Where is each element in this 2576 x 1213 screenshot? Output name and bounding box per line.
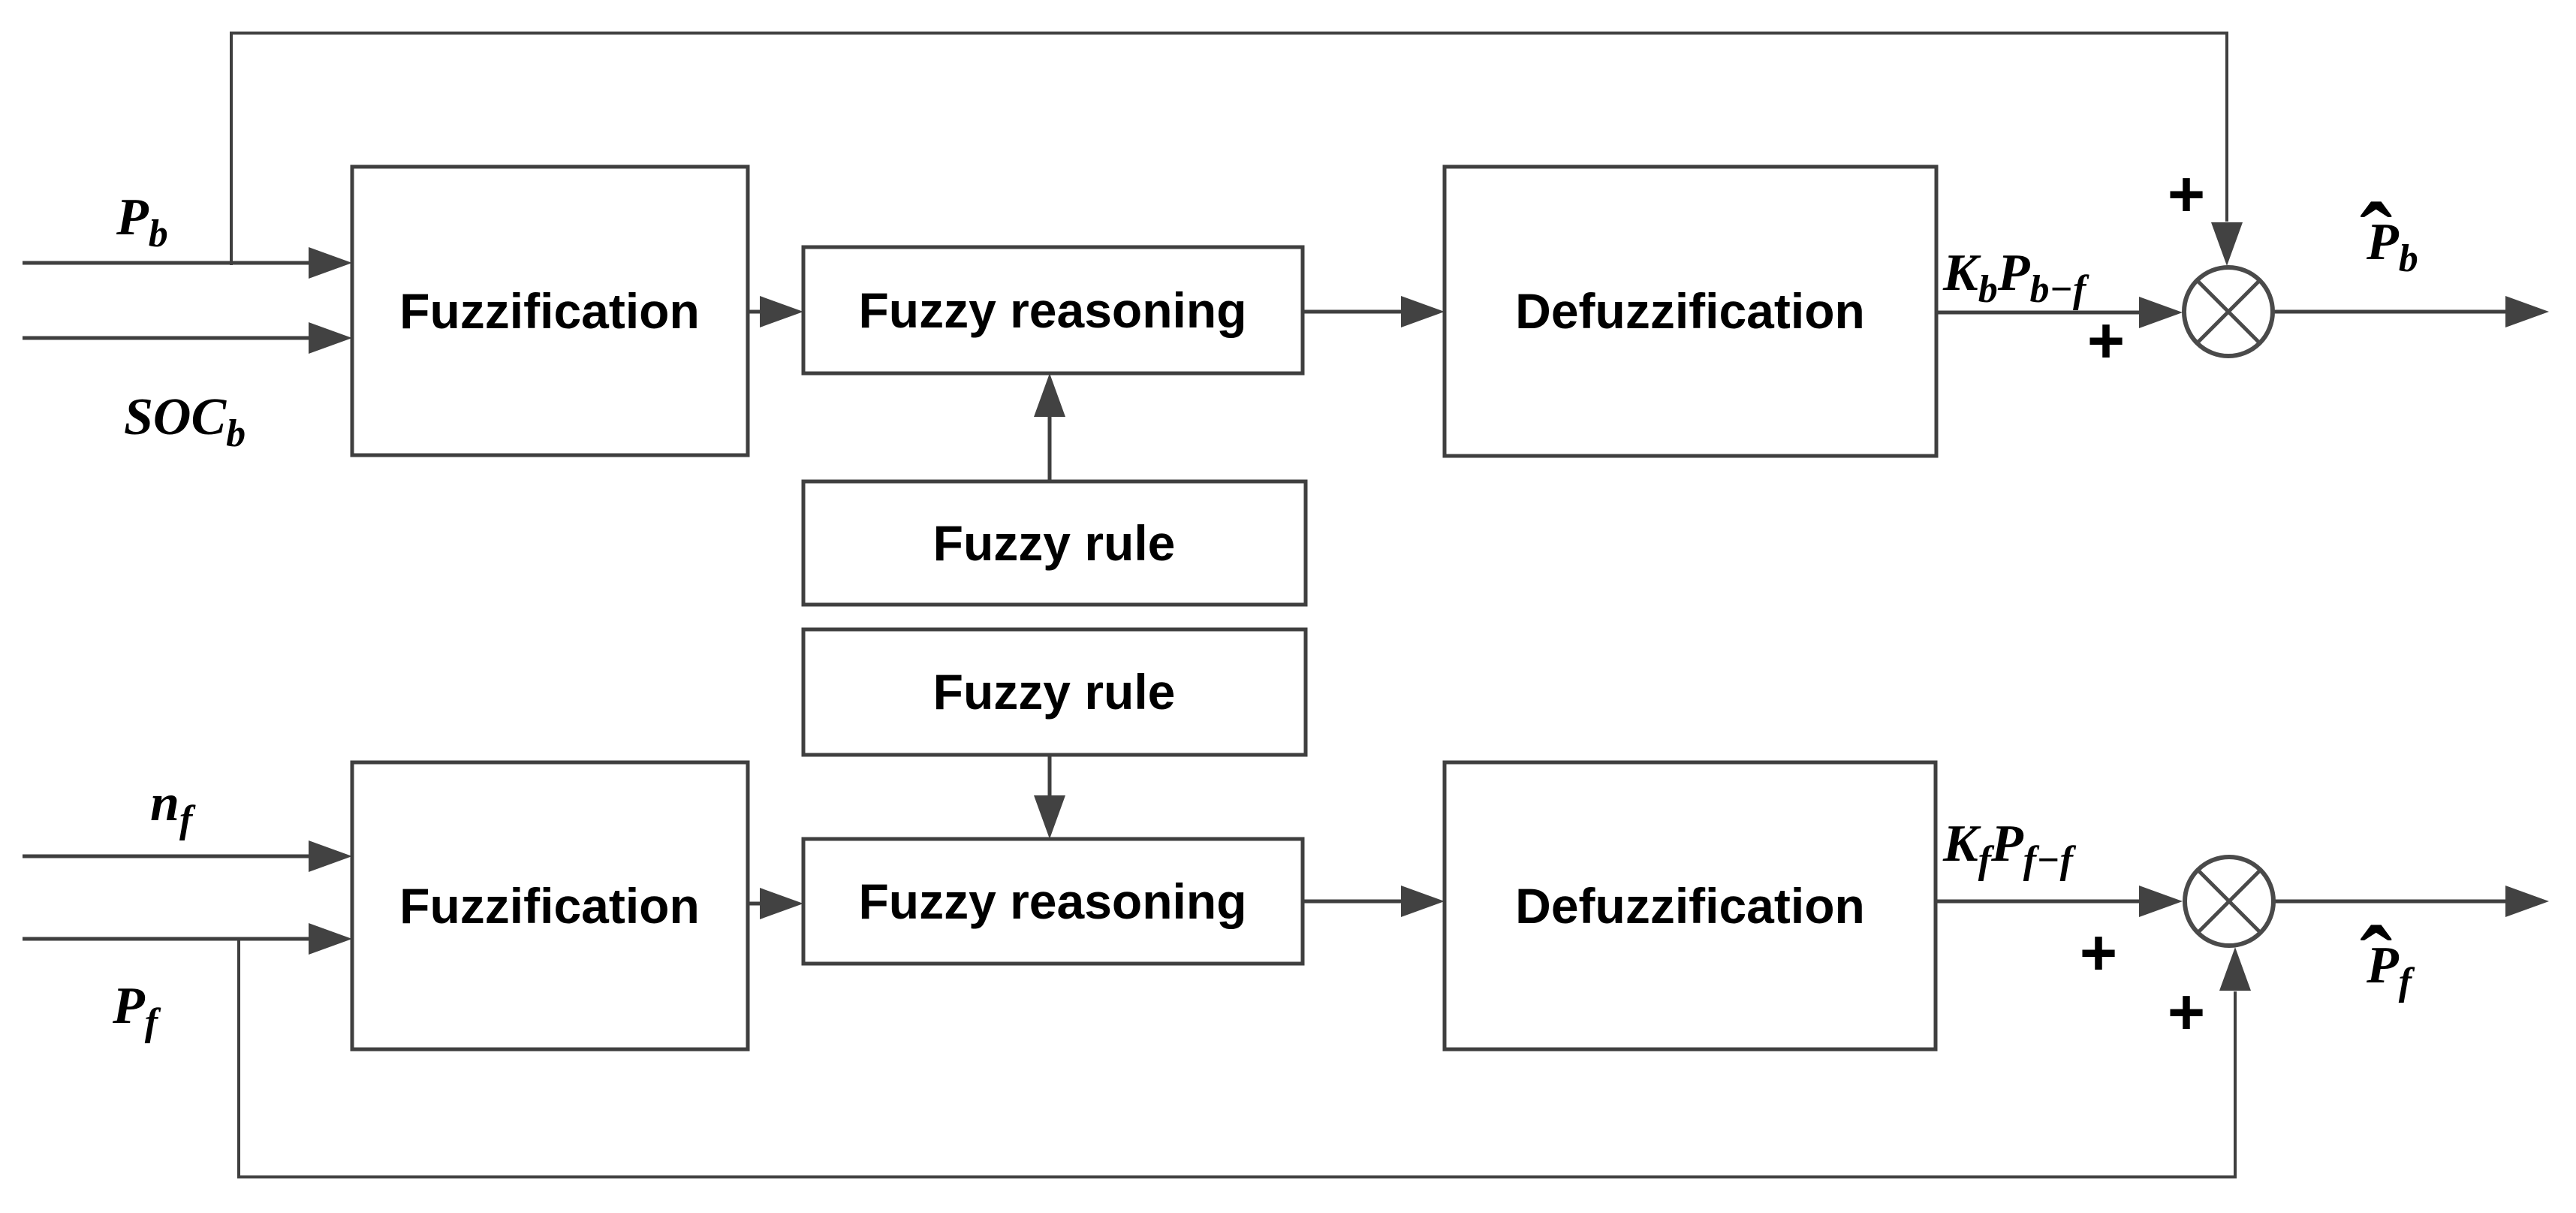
defuzzification-bottom-box xyxy=(1442,760,1938,1052)
input-nf-label: nf xyxy=(150,774,196,841)
input-socb-label: SOCb xyxy=(124,388,246,455)
input-nf-base: n xyxy=(150,774,179,832)
fuzzification-top-label: Fuzzification xyxy=(399,283,700,339)
arrowhead-input-socb xyxy=(309,322,352,354)
fuzzification-bottom-label: Fuzzification xyxy=(399,878,700,934)
defuzzification-top-box xyxy=(1442,164,1939,458)
fuzzy-reasoning-top-box xyxy=(801,245,1305,376)
fuzzy-rule-top-box xyxy=(801,479,1308,607)
defuzzification-bottom-label: Defuzzification xyxy=(1515,878,1865,934)
sum-junction-top-x2 xyxy=(2195,279,2261,345)
output-pf-sub: f xyxy=(2399,961,2415,1003)
gain-kf-p: P xyxy=(1990,815,2024,873)
arrowhead-output-pf xyxy=(2505,886,2549,917)
plus-sign-top-input: + xyxy=(2087,305,2125,377)
input-pb-label: Pb xyxy=(116,189,168,255)
arrowhead-rule-to-reasoning-top xyxy=(1034,373,1065,417)
fuzzy-reasoning-bottom-label: Fuzzy reasoning xyxy=(858,874,1246,929)
output-pb-sub: b xyxy=(2399,237,2418,280)
arrowhead-reasoning-to-defuzzification-bottom xyxy=(1401,886,1445,917)
input-socb-sub: b xyxy=(226,412,246,455)
input-pf-sub: f xyxy=(145,1001,161,1044)
fuzzy-reasoning-bottom-box xyxy=(801,837,1305,966)
plus-sign-bottom-input: + xyxy=(2080,917,2117,989)
output-pf-label: Pf xyxy=(2366,937,2415,1003)
arrowhead-output-pb xyxy=(2505,296,2549,327)
arrowhead-fuzzification-to-reasoning-bottom xyxy=(760,888,803,919)
output-pb-hat-icon: ˆ xyxy=(2360,184,2392,292)
gain-kf-psub: f−f xyxy=(2023,839,2077,882)
gain-kb-psub: b−f xyxy=(2029,268,2089,311)
gain-kf-label: KfPf−f xyxy=(1942,815,2077,882)
input-socb-base: SOC xyxy=(124,388,227,446)
input-pf-label: Pf xyxy=(112,977,161,1044)
arrowhead-defuzzification-to-sum-top xyxy=(2139,297,2183,328)
sum-junction-bottom xyxy=(2183,855,2276,948)
sum-junction-bottom-x2 xyxy=(2196,868,2262,934)
arrowhead-rule-to-reasoning-bottom xyxy=(1034,795,1065,839)
fuzzy-reasoning-top-label: Fuzzy reasoning xyxy=(858,282,1246,338)
feedback-wire-bottom xyxy=(237,939,2237,1178)
fuzzy-rule-top-label: Fuzzy rule xyxy=(933,515,1176,571)
gain-kf-ksub: f xyxy=(1978,839,1995,882)
fuzzification-bottom-box xyxy=(350,760,750,1052)
arrowhead-input-pb xyxy=(309,247,352,279)
arrowhead-fuzzification-to-reasoning-top xyxy=(760,296,803,327)
defuzzification-top-label: Defuzzification xyxy=(1515,283,1865,339)
arrowhead-feedback-top-down xyxy=(2211,222,2243,266)
arrowhead-feedback-bottom-up xyxy=(2219,947,2251,991)
gain-kb-p: P xyxy=(1997,244,2031,302)
gain-kb-k: K xyxy=(1942,244,1981,302)
input-nf-sub: f xyxy=(179,798,196,841)
output-pb-base: P xyxy=(2366,213,2400,271)
sum-junction-top xyxy=(2182,265,2275,358)
arrowhead-input-pf xyxy=(309,923,352,955)
output-pb-label: Pb xyxy=(2366,213,2418,280)
arrowhead-defuzzification-to-sum-bottom xyxy=(2139,886,2183,917)
plus-sign-bottom-feedback: + xyxy=(2168,976,2205,1049)
output-pf-base: P xyxy=(2366,937,2400,994)
input-pf-base: P xyxy=(112,977,146,1035)
gain-kb-label: KbPb−f xyxy=(1942,244,2089,311)
feedback-wire-top xyxy=(230,32,2228,265)
gain-kf-k: K xyxy=(1942,815,1981,873)
arrowhead-input-nf xyxy=(309,840,352,872)
fuzzification-top-box xyxy=(350,164,750,457)
input-pb-base: P xyxy=(116,189,149,246)
gain-kb-ksub: b xyxy=(1978,268,1998,311)
plus-sign-top-feedback: + xyxy=(2168,158,2205,231)
fuzzy-rule-bottom-box xyxy=(801,627,1308,757)
input-pb-sub: b xyxy=(149,213,168,255)
output-pf-hat-icon: ˆ xyxy=(2360,907,2392,1015)
arrowhead-reasoning-to-defuzzification-top xyxy=(1401,296,1445,327)
fuzzy-rule-bottom-label: Fuzzy rule xyxy=(933,664,1176,720)
